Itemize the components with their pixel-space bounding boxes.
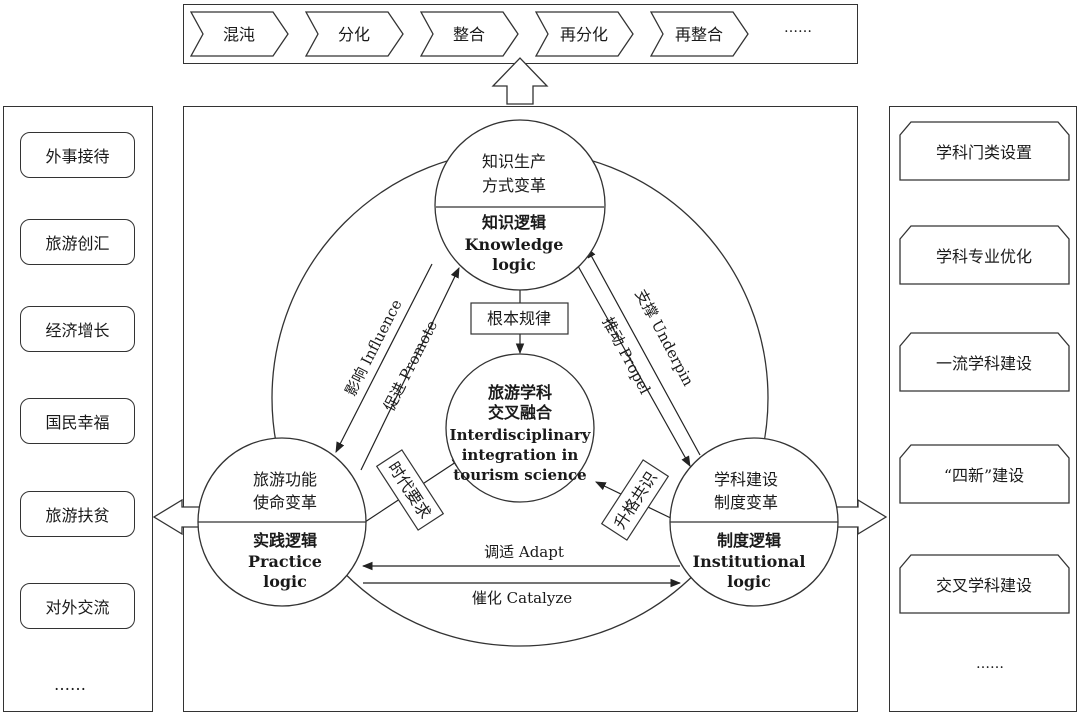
left-item-5: 旅游扶贫 [20, 491, 135, 537]
right-item-3: 一流学科建设 [936, 354, 1032, 373]
center-en-1: Interdisciplinary [450, 426, 592, 444]
underpin-arrow [586, 247, 701, 456]
up-block-arrow [491, 57, 549, 105]
era-box: 时代要求 [375, 449, 445, 531]
right-tags [899, 121, 1070, 614]
practice-circle [197, 437, 367, 607]
right-block-arrow [834, 498, 888, 536]
center-en-2: integration in [462, 446, 579, 464]
stage-chevron-5 [649, 11, 749, 57]
right-item-5: 交叉学科建设 [936, 576, 1032, 595]
right-item-2: 学科专业优化 [936, 247, 1032, 266]
propel-arrow [577, 265, 691, 467]
fundamental-label: 根本规律 [487, 309, 551, 328]
right-item-4: “四新”建设 [944, 466, 1024, 485]
knowledge-en-2: logic [492, 255, 536, 274]
stage-chevrons [189, 11, 749, 57]
stage-ellipsis: …… [784, 20, 812, 36]
left-item-2: 旅游创汇 [20, 219, 135, 265]
upgrade-box: 升格共识 [600, 459, 670, 541]
center-en-3: tourism science [453, 466, 586, 484]
left-item-3: 经济增长 [20, 306, 135, 352]
knowledge-circle [434, 119, 606, 291]
institutional-en-1: Institutional [693, 552, 806, 571]
practice-top-2: 使命变革 [253, 493, 317, 512]
right-tag-1 [899, 121, 1070, 181]
center-line-2: 交叉融合 [488, 403, 553, 422]
left-item-6: 对外交流 [20, 583, 135, 629]
stage-label-5: 再整合 [675, 25, 723, 44]
right-ellipsis: …… [976, 656, 1004, 672]
institutional-cn: 制度逻辑 [717, 531, 781, 550]
institutional-top-2: 制度变革 [714, 493, 778, 512]
stage-label-4: 再分化 [560, 25, 608, 44]
center-circle [445, 353, 595, 503]
influence-arrow [335, 263, 433, 453]
practice-en-2: logic [263, 572, 307, 591]
practice-cn: 实践逻辑 [253, 531, 317, 550]
institutional-top-1: 学科建设 [714, 470, 778, 489]
adapt-label: 调适 Adapt [484, 543, 564, 561]
center-line-1: 旅游学科 [488, 383, 552, 402]
catalyze-label: 催化 Catalyze [472, 589, 572, 607]
fundamental-box [470, 302, 569, 335]
left-block-arrow [152, 498, 206, 536]
right-tag-4 [899, 444, 1070, 504]
knowledge-top-2: 方式变革 [482, 176, 546, 195]
practice-top-1: 旅游功能 [253, 470, 317, 489]
right-tag-3 [899, 332, 1070, 392]
right-item-1: 学科门类设置 [936, 143, 1032, 162]
right-tag-5 [899, 554, 1070, 614]
institutional-en-2: logic [727, 572, 771, 591]
stage-chevron-1 [189, 11, 289, 57]
stage-label-3: 整合 [453, 25, 485, 44]
knowledge-cn: 知识逻辑 [482, 213, 546, 232]
stage-label-2: 分化 [338, 25, 370, 44]
left-ellipsis: …… [54, 675, 86, 694]
stage-chevron-3 [419, 11, 519, 57]
practice-en-1: Practice [248, 552, 322, 571]
stage-label-1: 混沌 [223, 25, 255, 44]
left-item-4: 国民幸福 [20, 398, 135, 444]
knowledge-top-1: 知识生产 [482, 152, 546, 171]
right-tag-2 [899, 225, 1070, 285]
stage-chevron-4 [534, 11, 634, 57]
knowledge-en-1: Knowledge [465, 235, 564, 254]
promote-arrow [360, 267, 460, 471]
left-item-1: 外事接待 [20, 132, 135, 178]
institutional-circle [669, 437, 839, 607]
stage-chevron-2 [304, 11, 404, 57]
